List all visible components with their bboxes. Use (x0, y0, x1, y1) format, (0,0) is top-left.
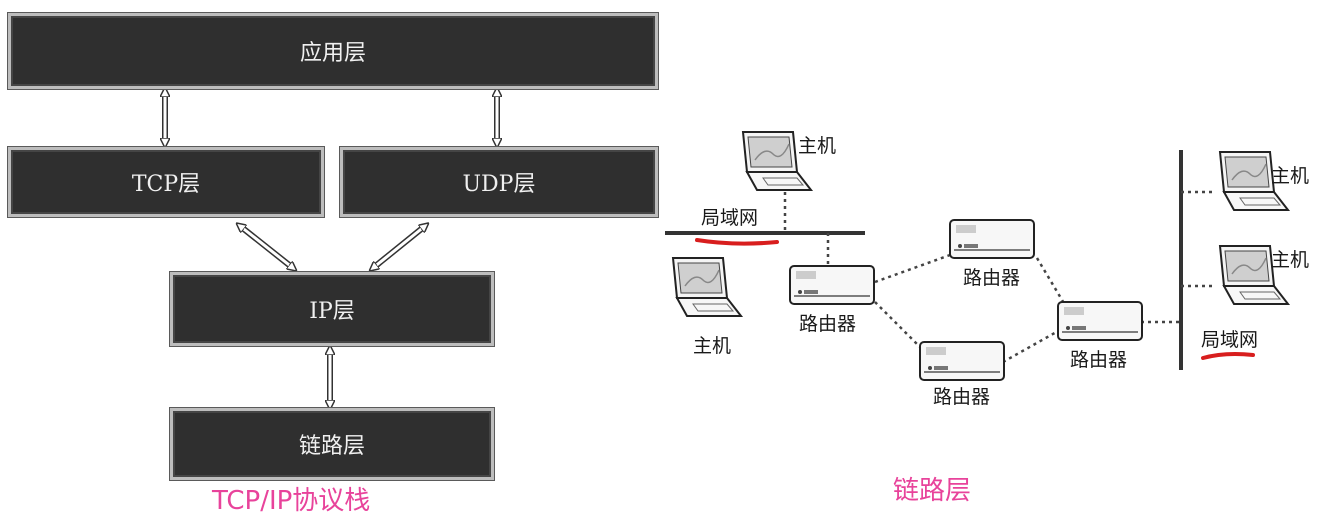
lan-label-right: 局域网 (1201, 329, 1258, 351)
router-label-bottom: 路由器 (933, 386, 990, 408)
router-label-top: 路由器 (963, 267, 1020, 289)
udp-layer: UDP层 (340, 147, 658, 217)
udp-layer-label: UDP层 (462, 172, 536, 197)
tcp-layer: TCP层 (8, 147, 324, 217)
router-label-left: 路由器 (799, 313, 856, 335)
link-layer-network-diagram: 主机 主机 主机 主机 路由器 路由器 路由器 路由器 局域网 局域网 链路层 (665, 0, 1322, 527)
stack-arrows (0, 0, 670, 527)
ip-layer-label: IP层 (309, 299, 355, 324)
application-layer-label: 应用层 (299, 41, 366, 66)
host-label-right-bottom: 主机 (1271, 249, 1309, 271)
tcp-layer-label: TCP层 (131, 172, 201, 197)
router-label-right: 路由器 (1070, 349, 1127, 371)
application-layer: 应用层 (8, 13, 658, 89)
left-lan-highlight (695, 238, 779, 246)
host-laptop-bottom-left (672, 257, 742, 317)
network-links (783, 190, 1213, 364)
link-layer-label: 链路层 (298, 434, 365, 459)
network-caption: 链路层 (893, 476, 972, 506)
router-top (949, 219, 1035, 259)
router-bottom (919, 341, 1005, 381)
tcpip-stack-diagram: 应用层 TCP层 UDP层 IP层 链路层 TCP/IP协议栈 (0, 0, 670, 527)
right-lan-highlight (1201, 352, 1255, 360)
host-label-bottom-left: 主机 (693, 335, 731, 357)
ip-layer: IP层 (170, 272, 494, 346)
host-label-right-top: 主机 (1271, 165, 1309, 187)
link-layer: 链路层 (170, 408, 494, 480)
router-left (789, 265, 875, 305)
router-right (1057, 301, 1143, 341)
lan-label-left: 局域网 (701, 207, 758, 229)
stack-caption: TCP/IP协议栈 (212, 486, 371, 516)
host-label-top-left: 主机 (798, 135, 836, 157)
